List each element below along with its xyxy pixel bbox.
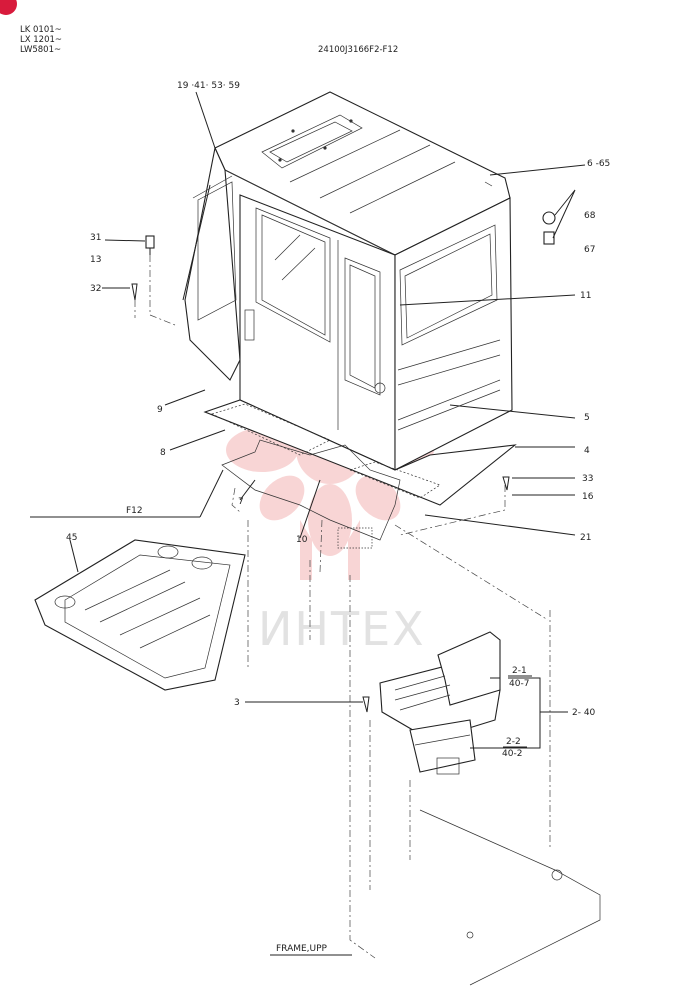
callout-8: 8: [160, 448, 166, 458]
callout-21: 21: [580, 533, 591, 543]
model-line-1: LK 0101~: [20, 25, 62, 35]
callout-11: 11: [580, 291, 591, 301]
callout-6-65: 6 -65: [587, 159, 610, 169]
callout-32: 32: [90, 284, 101, 294]
drawing-code: 24100J3166F2-F12: [318, 45, 398, 55]
callout-16: 16: [582, 492, 594, 502]
frame-upper-label: FRAME,UPP: [276, 944, 328, 954]
model-line-3: LW5801~: [20, 45, 61, 55]
callout-7: 7: [238, 497, 244, 507]
callout-13: 13: [90, 255, 101, 265]
callout-40-2: 40-2: [502, 749, 522, 759]
callout-19-41-53-59: 19 ·41· 53· 59: [177, 81, 240, 91]
callout-33: 33: [582, 474, 593, 484]
small-parts: [131, 211, 556, 713]
leader-lines: [134, 255, 551, 959]
callout-4: 4: [584, 446, 590, 456]
callout-2-2: 2-2: [506, 737, 521, 747]
callout-67: 67: [584, 245, 595, 255]
callout-2-40: 2- 40: [572, 708, 596, 718]
watermark-text: ИНТЕХ: [258, 602, 426, 656]
callout-3: 3: [234, 698, 240, 708]
corner-badge: [0, 0, 17, 15]
callout-31: 31: [90, 233, 101, 243]
callout-68: 68: [584, 211, 596, 221]
callout-9: 9: [157, 405, 163, 415]
cab-assembly: [182, 91, 517, 506]
callout-2-1: 2-1: [512, 666, 527, 676]
callout-10: 10: [296, 535, 308, 545]
operator-seat: [379, 631, 501, 775]
model-line-2: LX 1201~: [20, 35, 62, 45]
floor-mat: [221, 439, 401, 541]
callout-40-7: 40-7: [509, 679, 529, 689]
upper-frame: [419, 809, 601, 986]
callout-45: 45: [66, 533, 77, 543]
floor-mat-f12: [34, 539, 246, 691]
callout-5: 5: [584, 413, 590, 423]
callout-f12: F12: [126, 506, 143, 516]
callout-leaders: [69, 91, 586, 956]
